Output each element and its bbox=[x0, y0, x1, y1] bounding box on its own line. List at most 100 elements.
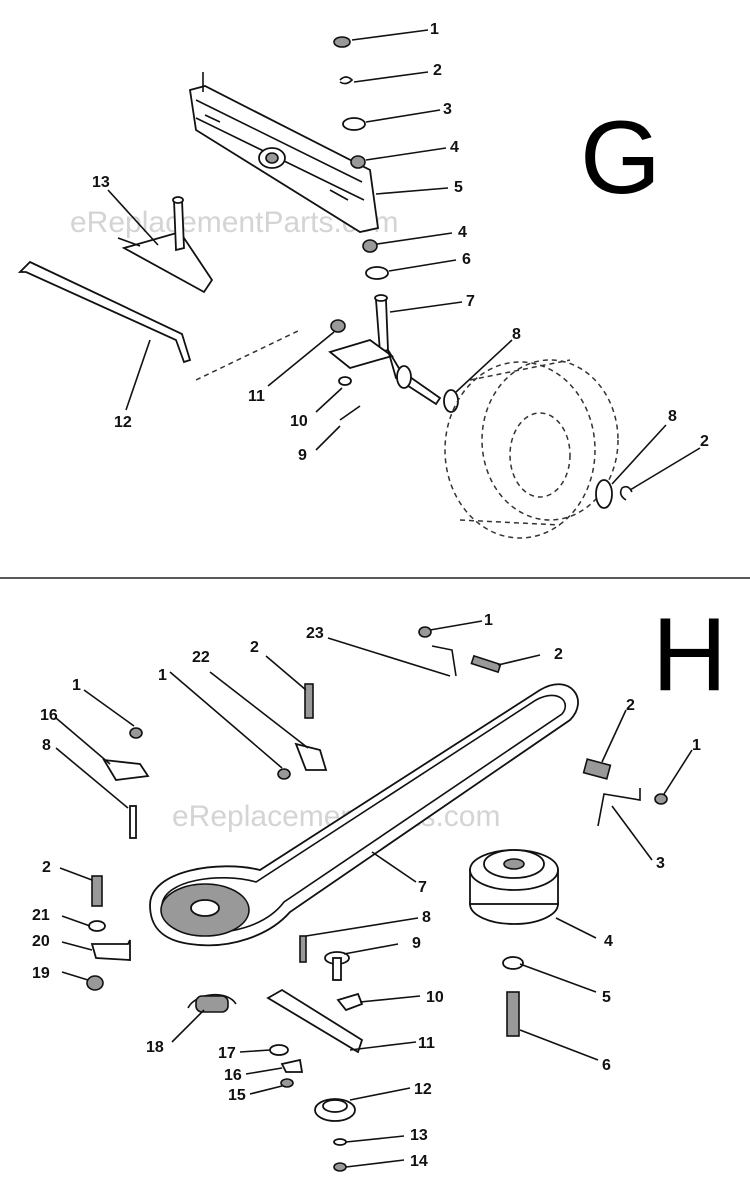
callout-h-16a: 16 bbox=[40, 707, 58, 724]
callout-g-9: 9 bbox=[298, 447, 307, 464]
washer-h-5 bbox=[502, 956, 524, 970]
callout-h-13: 13 bbox=[410, 1127, 428, 1144]
callout-h-1a: 1 bbox=[484, 612, 493, 629]
nut-part-lower bbox=[362, 239, 378, 253]
callout-h-2d: 2 bbox=[626, 697, 635, 714]
bolt-h-2 bbox=[582, 758, 612, 780]
callout-g-11: 11 bbox=[248, 388, 265, 405]
callout-h-20: 20 bbox=[32, 933, 50, 950]
belt-guide bbox=[294, 742, 328, 771]
callout-h-12: 12 bbox=[414, 1081, 432, 1098]
callout-h-11: 11 bbox=[418, 1035, 435, 1052]
section-g: G eReplacementParts.com bbox=[17, 21, 709, 539]
hairpin-clip bbox=[339, 76, 354, 85]
shoulder-bolt bbox=[470, 654, 502, 674]
callout-h-1c: 1 bbox=[72, 677, 81, 694]
spacer-h-17 bbox=[269, 1044, 289, 1056]
nut-h-22 bbox=[277, 768, 291, 780]
callout-h-3: 3 bbox=[656, 855, 665, 872]
guide-rod-h-3 bbox=[597, 788, 641, 827]
nut-part bbox=[350, 155, 366, 169]
callout-g-3: 3 bbox=[443, 101, 452, 118]
callout-h-14: 14 bbox=[410, 1153, 428, 1170]
tie-rod bbox=[17, 260, 192, 364]
hex-bolt bbox=[91, 875, 103, 907]
belt-guide-rod bbox=[431, 645, 457, 677]
washer-h-21 bbox=[88, 920, 106, 932]
callout-g-8b: 8 bbox=[668, 408, 677, 425]
callout-g-7: 7 bbox=[466, 293, 475, 310]
spindle-washer bbox=[443, 389, 459, 413]
callout-g-1: 1 bbox=[430, 21, 439, 38]
angle-bracket bbox=[90, 939, 131, 961]
washer-part bbox=[342, 117, 366, 131]
callout-h-4: 4 bbox=[604, 933, 613, 950]
stud-h-8 bbox=[299, 935, 307, 963]
callout-g-2: 2 bbox=[433, 62, 442, 79]
nut-h-right bbox=[654, 793, 668, 805]
callout-g-13: 13 bbox=[92, 174, 110, 191]
bracket-h-10 bbox=[336, 992, 364, 1012]
pulley-bolt bbox=[506, 991, 520, 1037]
callout-h-1b: 1 bbox=[158, 667, 167, 684]
callout-h-9: 9 bbox=[412, 935, 421, 952]
outer-clip bbox=[619, 485, 633, 501]
idler-pulley bbox=[314, 1098, 356, 1122]
alignment-dash bbox=[195, 329, 301, 381]
callout-h-6: 6 bbox=[602, 1057, 611, 1074]
callout-h-8a: 8 bbox=[42, 737, 51, 754]
callout-h-2c: 2 bbox=[42, 859, 51, 876]
axle-bracket bbox=[188, 72, 380, 233]
callout-g-10: 10 bbox=[290, 413, 308, 430]
jam-nut bbox=[330, 319, 346, 333]
callout-h-2b: 2 bbox=[250, 639, 259, 656]
callout-h-8b: 8 bbox=[422, 909, 431, 926]
callout-h-23: 23 bbox=[306, 625, 324, 642]
washer-h-13 bbox=[333, 1138, 347, 1146]
cap-part bbox=[333, 36, 351, 48]
idler-arm bbox=[266, 988, 364, 1054]
wheel-outline bbox=[444, 359, 619, 539]
outer-washer bbox=[595, 479, 613, 509]
callout-h-2a: 2 bbox=[554, 646, 563, 663]
nut-h-15 bbox=[280, 1078, 294, 1088]
spindle bbox=[328, 294, 442, 406]
tension-spring bbox=[187, 993, 237, 1013]
callout-h-22: 22 bbox=[192, 649, 210, 666]
callout-h-16b: 16 bbox=[224, 1067, 242, 1084]
clip-h-16 bbox=[280, 1058, 304, 1073]
callout-g-5: 5 bbox=[454, 179, 463, 196]
stud-bolt bbox=[129, 805, 137, 839]
callout-g-12: 12 bbox=[114, 414, 132, 431]
steering-arm-bracket bbox=[117, 196, 214, 294]
nut-h-14 bbox=[333, 1162, 347, 1172]
callout-h-21: 21 bbox=[32, 907, 50, 924]
nut-h-top bbox=[418, 626, 432, 638]
callout-g-2b: 2 bbox=[700, 433, 709, 450]
callout-h-18: 18 bbox=[146, 1039, 164, 1056]
callout-g-4a: 4 bbox=[450, 139, 459, 156]
callout-g-8a: 8 bbox=[512, 326, 521, 343]
flat-washer bbox=[365, 266, 389, 280]
callout-g-4b: 4 bbox=[458, 224, 467, 241]
callout-h-15: 15 bbox=[228, 1087, 246, 1104]
section-g-letter: G bbox=[580, 100, 661, 216]
callout-h-7: 7 bbox=[418, 879, 427, 896]
callout-h-17: 17 bbox=[218, 1045, 236, 1062]
cotter-pin bbox=[339, 405, 361, 421]
engine-pulley bbox=[469, 849, 559, 925]
section-h: H eReplacementParts.com bbox=[32, 597, 727, 1172]
nut-h-1 bbox=[129, 727, 143, 739]
callout-g-6: 6 bbox=[462, 251, 471, 268]
callout-h-1d: 1 bbox=[692, 737, 701, 754]
carriage-bolt-shank bbox=[332, 957, 342, 981]
callout-h-5: 5 bbox=[602, 989, 611, 1006]
drive-belt bbox=[149, 683, 579, 947]
lock-nut bbox=[86, 975, 104, 991]
carriage-bolt bbox=[304, 683, 314, 719]
callout-h-19: 19 bbox=[32, 965, 50, 982]
section-h-letter: H bbox=[652, 597, 727, 713]
small-washer bbox=[338, 376, 352, 386]
callout-h-10: 10 bbox=[426, 989, 444, 1006]
